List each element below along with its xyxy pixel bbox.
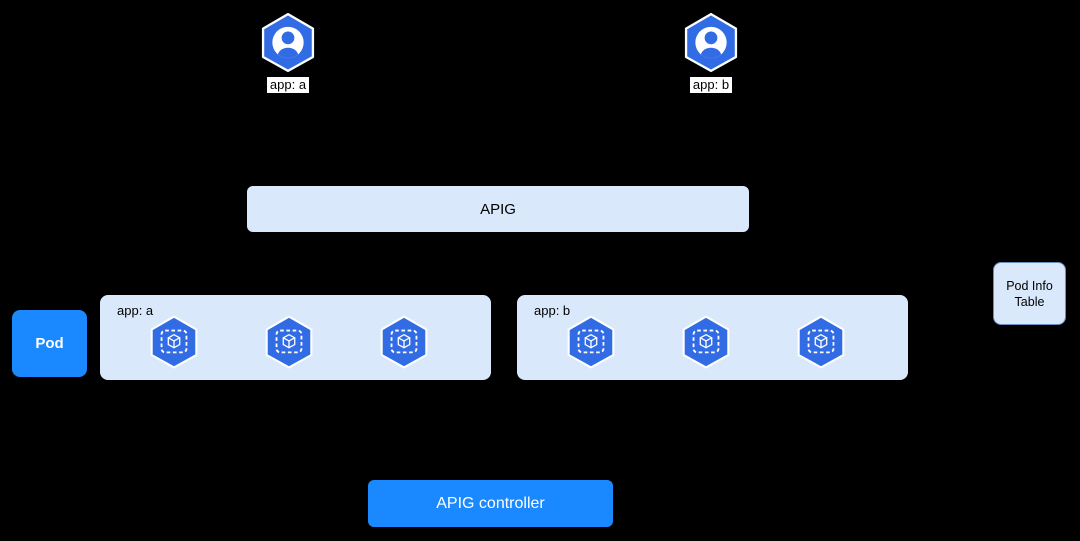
pod-row — [565, 315, 847, 369]
kubernetes-pod-icon — [797, 315, 845, 369]
pod-info-table: Pod Info Table — [993, 262, 1066, 325]
user-icon — [261, 12, 315, 73]
apig-controller: APIG controller — [368, 480, 613, 527]
pod-badge-label: Pod — [35, 335, 64, 352]
pod-group-app-a: app: a — [100, 295, 491, 380]
kubernetes-pod-icon — [567, 315, 615, 369]
pod-row — [148, 315, 430, 369]
pod-badge: Pod — [12, 310, 87, 377]
user-label: app: a — [266, 77, 310, 93]
pod-info-table-label: Pod Info Table — [1006, 278, 1053, 309]
user-node-app-b: app: b — [682, 12, 740, 94]
kubernetes-pod-icon — [150, 315, 198, 369]
user-label: app: b — [689, 77, 733, 93]
kubernetes-pod-icon — [265, 315, 313, 369]
apig-box-label: APIG — [480, 200, 516, 218]
pod-group-label: app: b — [534, 303, 571, 318]
apig-box: APIG — [247, 186, 749, 232]
apig-controller-label: APIG controller — [436, 494, 545, 512]
user-icon — [684, 12, 738, 73]
kubernetes-pod-icon — [380, 315, 428, 369]
kubernetes-pod-icon — [682, 315, 730, 369]
pod-group-app-b: app: b — [517, 295, 908, 380]
pod-group-label: app: a — [117, 303, 154, 318]
user-node-app-a: app: a — [259, 12, 317, 94]
